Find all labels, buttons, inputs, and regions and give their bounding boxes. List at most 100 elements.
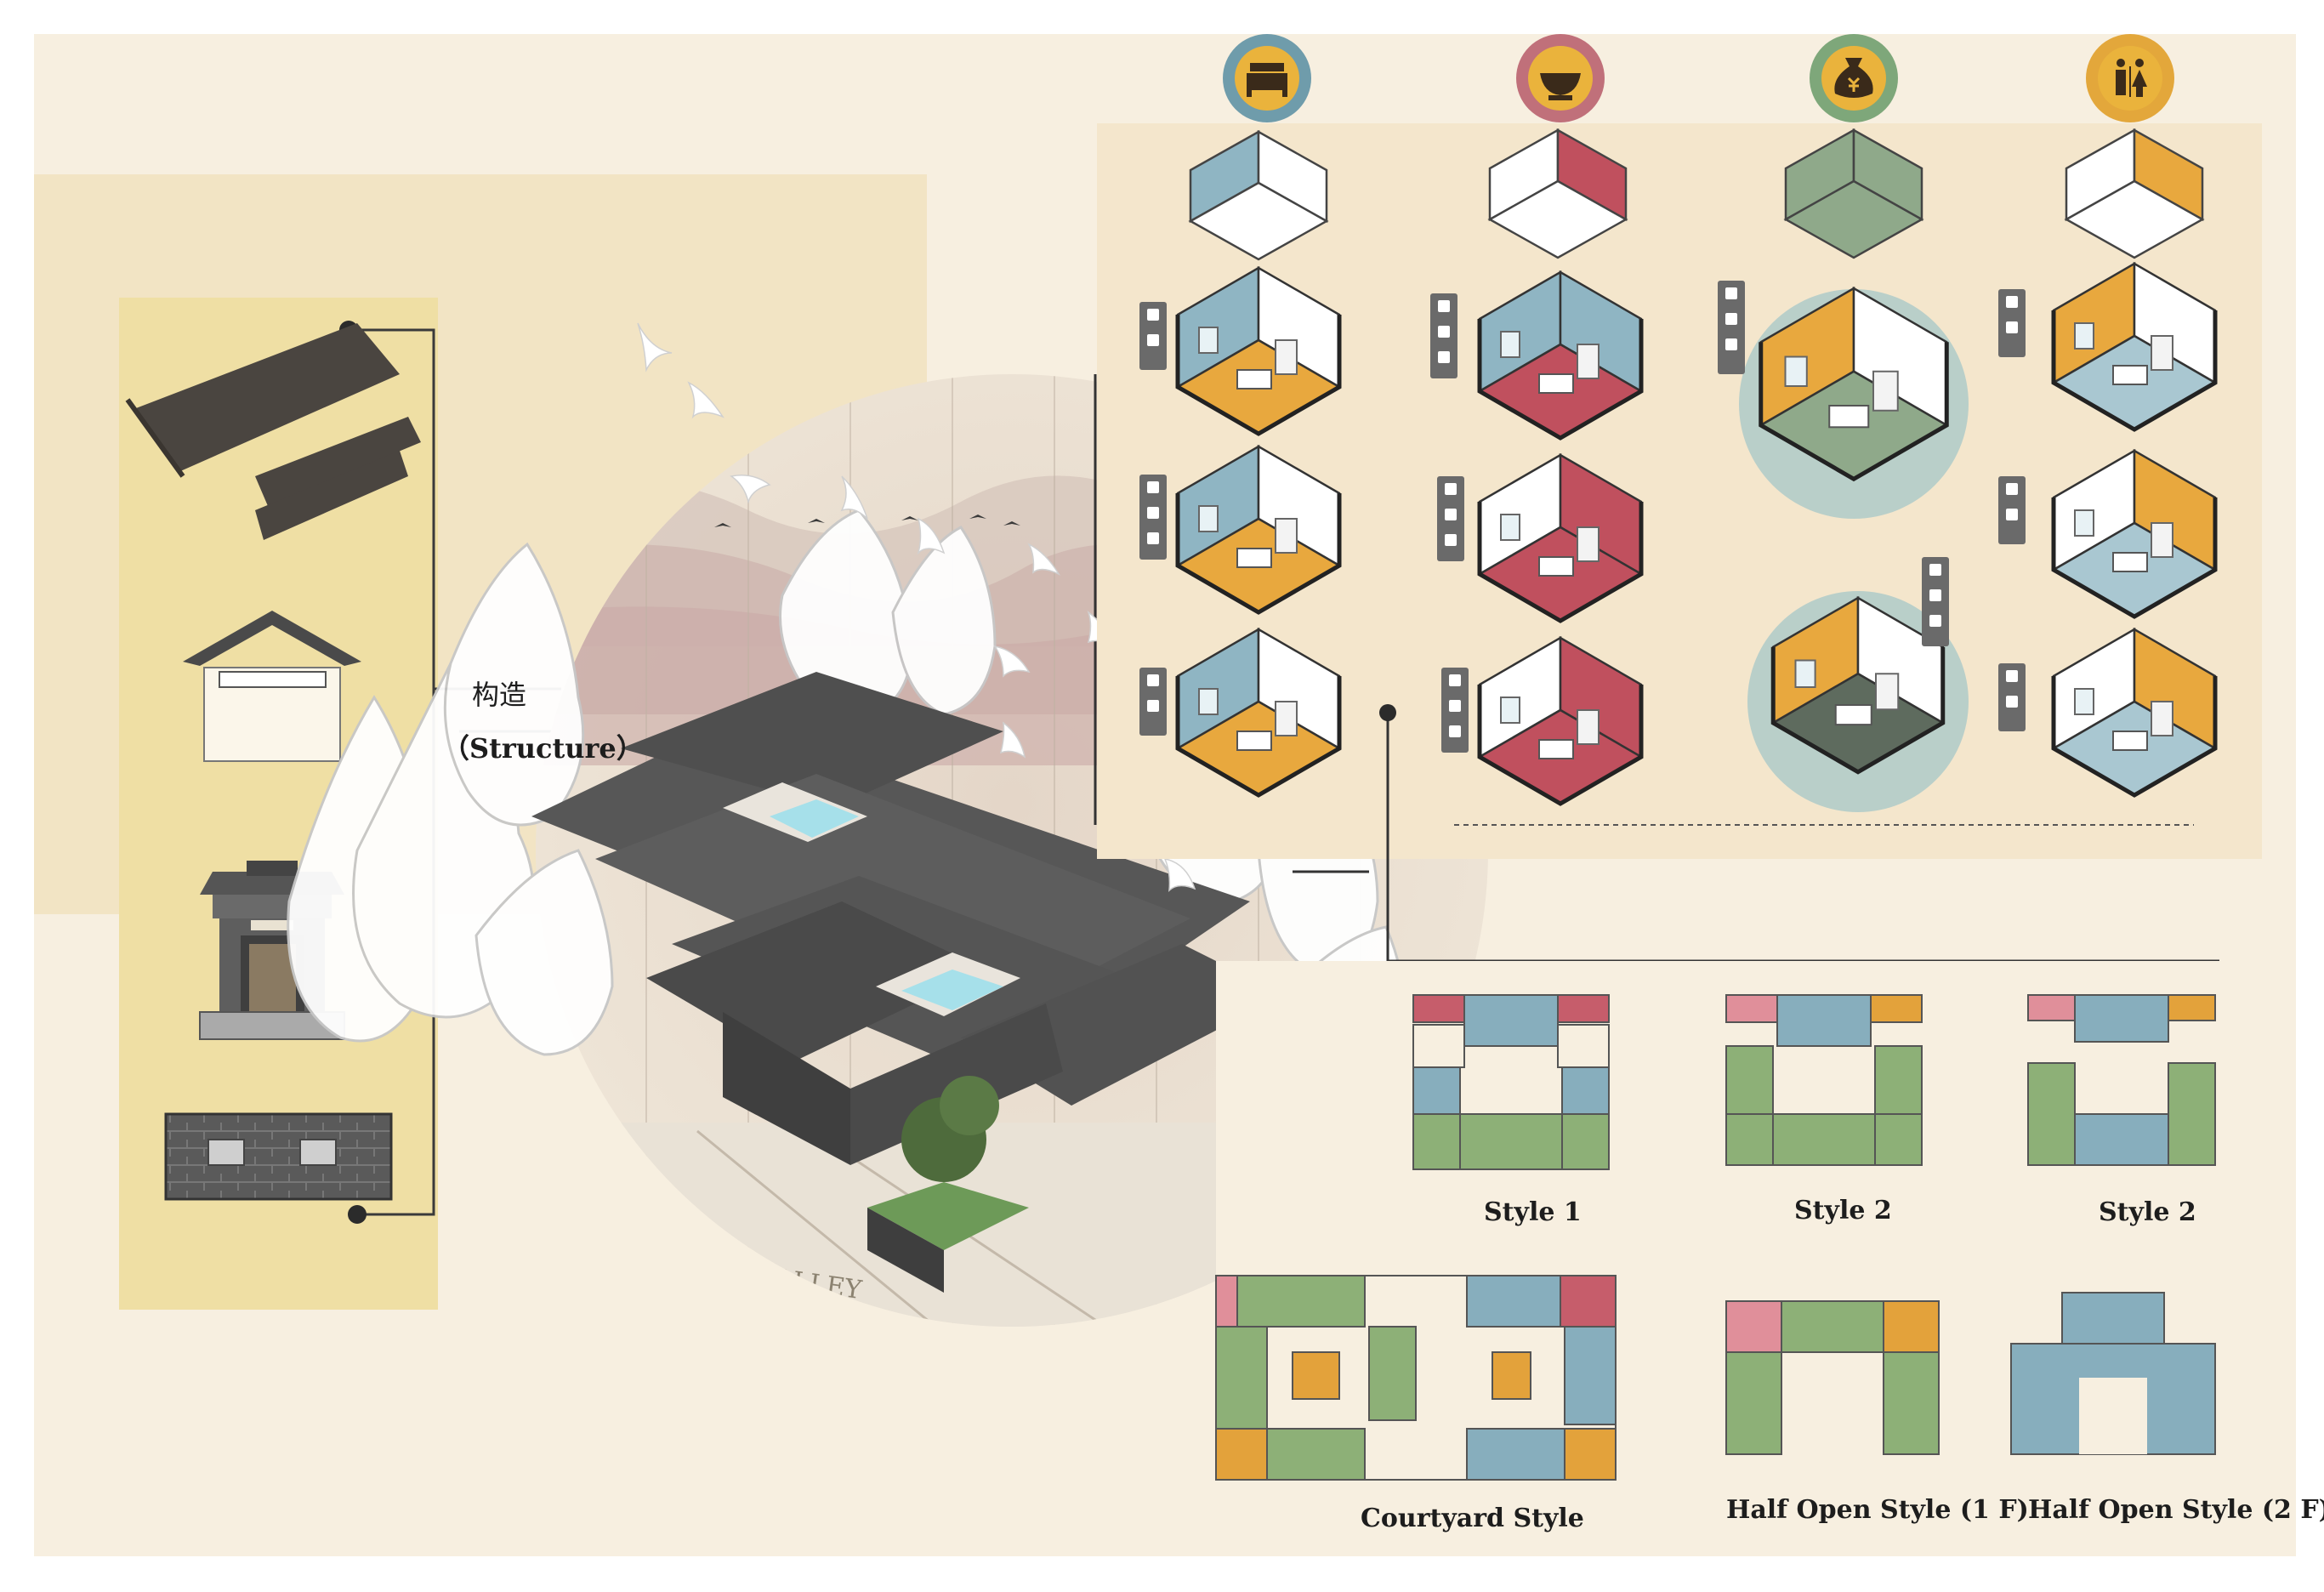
cy-d — [1560, 1275, 1617, 1328]
plan-half-open-1f — [1725, 1300, 1940, 1455]
house-facade-icon — [183, 611, 361, 762]
distant-birds — [714, 515, 1020, 527]
cy-f — [1368, 1326, 1417, 1421]
s2a-f — [1725, 1113, 1774, 1166]
room-empty-dining — [1487, 128, 1628, 259]
room-columns — [1139, 128, 2218, 812]
bedroom-1-tag — [1139, 302, 1167, 370]
layout-label-half-open-2f: Half Open Style (2 F) — [2028, 1495, 2324, 1525]
bracket-dot-bottom — [348, 1205, 366, 1224]
layout-label-half-open-1f: Half Open Style (1 F) — [1726, 1495, 2029, 1525]
s2a-a — [1725, 994, 1778, 1023]
s2b-e — [2168, 1062, 2216, 1166]
h2-gap — [2079, 1378, 2147, 1454]
h1-e — [1883, 1351, 1940, 1455]
layout-label-style-1: Style 1 — [1484, 1197, 1582, 1227]
s1-a — [1412, 994, 1465, 1023]
brick-wall-icon — [164, 1112, 393, 1201]
layout-label-style-2a: Style 2 — [1794, 1196, 1892, 1225]
s1-j — [1561, 1113, 1610, 1170]
plan-style-2b — [2027, 994, 2216, 1166]
s2b-a — [2027, 994, 2076, 1021]
dining-1-tag — [1430, 293, 1457, 378]
bedroom-2 — [1175, 444, 1342, 615]
shop-1 — [1759, 286, 1949, 482]
plan-style-2a — [1725, 994, 1923, 1166]
h1-a — [1725, 1300, 1782, 1353]
bedroom-3-tag — [1139, 668, 1167, 736]
category-icons — [1223, 34, 2174, 122]
cy-l — [1466, 1428, 1565, 1481]
restroom-3-tag — [1998, 663, 2026, 731]
money-bag-icon — [1810, 34, 1898, 122]
s2b-f — [2074, 1113, 2169, 1166]
s1-d — [1412, 1024, 1465, 1068]
room-empty-shop — [1783, 128, 1924, 259]
s1-h — [1412, 1113, 1461, 1170]
s1-f — [1412, 1066, 1461, 1115]
cy-h — [1292, 1351, 1340, 1400]
plan-half-open-2f — [2010, 1292, 2216, 1455]
restroom-2-tag — [1998, 476, 2026, 544]
cy-b — [1236, 1275, 1366, 1328]
h1-b — [1781, 1300, 1884, 1353]
s2b-b — [2074, 994, 2169, 1043]
shop-2-tag — [1922, 557, 1949, 646]
s2a-g — [1772, 1113, 1876, 1166]
cy-k — [1266, 1428, 1366, 1481]
s2a-e — [1874, 1045, 1923, 1115]
bedroom-3 — [1175, 627, 1342, 798]
roof-icon — [125, 323, 421, 540]
cy-j — [1215, 1428, 1268, 1481]
s2b-c — [2168, 994, 2216, 1021]
cy-a — [1215, 1275, 1238, 1328]
cy-g — [1564, 1326, 1617, 1425]
structure-title-cn: 构造 — [472, 679, 527, 711]
restroom-2 — [2051, 448, 2218, 619]
shop-2 — [1770, 595, 1946, 775]
h1-d — [1725, 1351, 1782, 1455]
h1-c — [1883, 1300, 1940, 1353]
cy-c — [1466, 1275, 1561, 1328]
plan-courtyard — [1215, 1275, 1617, 1481]
layout-label-courtyard: Courtyard Style — [1361, 1504, 1584, 1533]
dining-3-tag — [1441, 668, 1469, 753]
bedroom-1 — [1175, 265, 1342, 436]
room-empty-restroom — [2064, 128, 2205, 259]
h2-a — [2061, 1292, 2165, 1345]
restroom-icon — [2086, 34, 2174, 122]
courtyard-building — [531, 672, 1284, 1293]
s2b-d — [2027, 1062, 2076, 1166]
dining-2 — [1477, 452, 1644, 623]
s1-i — [1459, 1113, 1563, 1170]
restroom-1-tag — [1998, 289, 2026, 357]
room-empty-bed — [1188, 129, 1329, 261]
bowl-icon — [1516, 34, 1605, 122]
layout-label-style-2b: Style 2 — [2099, 1197, 2196, 1227]
floor-plans — [1215, 994, 2216, 1481]
s1-c — [1557, 994, 1610, 1023]
s2a-d — [1725, 1045, 1774, 1115]
s2a-c — [1870, 994, 1923, 1023]
shop-1-tag — [1718, 281, 1745, 374]
cy-i — [1492, 1351, 1531, 1400]
s1-g — [1561, 1066, 1610, 1115]
s2a-h — [1874, 1113, 1923, 1166]
bedroom-2-tag — [1139, 475, 1167, 560]
bed-icon — [1223, 34, 1311, 122]
dining-3 — [1477, 635, 1644, 806]
structure-title-en: （Structure） — [442, 732, 644, 765]
restroom-1 — [2051, 261, 2218, 432]
dining-2-tag — [1437, 476, 1464, 561]
s2a-b — [1776, 994, 1872, 1047]
cy-m — [1564, 1428, 1617, 1481]
plan-style-1 — [1412, 994, 1610, 1170]
cy-e — [1215, 1326, 1268, 1430]
restroom-3 — [2051, 627, 2218, 798]
s1-b — [1463, 994, 1559, 1047]
dining-1 — [1477, 270, 1644, 441]
s1-e — [1557, 1024, 1610, 1068]
layout-connector-dot — [1379, 704, 1396, 721]
